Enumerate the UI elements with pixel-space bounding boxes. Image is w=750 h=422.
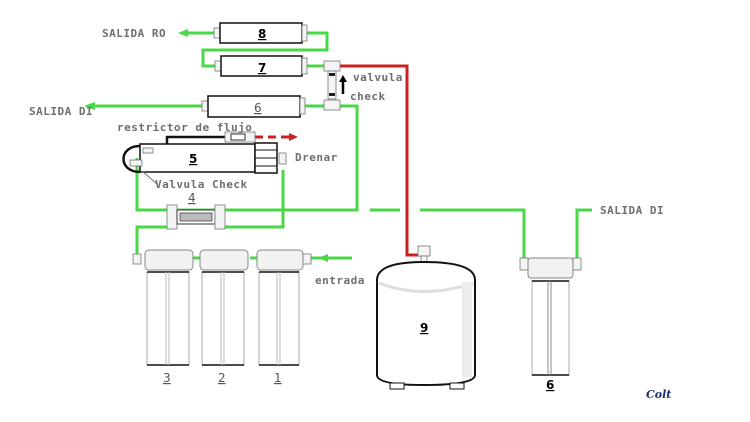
filter-6-inline[interactable]: 6: [201, 95, 306, 118]
salida-ro-label: SALIDA RO: [102, 27, 166, 40]
salida-di-left-arrow: [84, 102, 95, 110]
line-drain-to-4: [225, 170, 285, 229]
label-9: 9: [420, 321, 428, 335]
tank-line: [340, 64, 421, 257]
flow-up-arrow: [339, 75, 347, 94]
line-check-to-4: [135, 158, 167, 212]
label-7: 7: [258, 61, 266, 75]
filter-7[interactable]: 7: [214, 55, 308, 77]
restrictor-label: restrictor de flujo: [117, 121, 252, 134]
prefilter-1[interactable]: 1: [256, 249, 312, 385]
flow-fitting-4[interactable]: 4: [166, 191, 226, 230]
line-8-to-7: [201, 31, 329, 68]
label-3: 3: [163, 371, 171, 385]
line-tee-to-4: [175, 104, 359, 212]
label-2: 2: [218, 371, 226, 385]
storage-tank-9[interactable]: 9: [376, 245, 476, 390]
line-salida-di-right: [575, 208, 592, 258]
prefilter-2[interactable]: 2: [199, 249, 249, 385]
valvula-label: valvula: [353, 71, 403, 84]
salida-ro-arrow: [178, 29, 188, 37]
line-4-to-prefilter-3: [135, 225, 167, 258]
entrada-arrow: [318, 254, 328, 262]
label-4: 4: [188, 191, 196, 205]
label-6-inline: 6: [254, 101, 262, 115]
drenar-label: Drenar: [295, 151, 338, 164]
entrada-label: entrada: [315, 274, 365, 287]
label-5: 5: [189, 152, 197, 166]
flow-restrictor[interactable]: [224, 131, 256, 143]
membrane-loop-tube: [122, 144, 141, 174]
salida-di-right-label: SALIDA DI: [600, 204, 664, 217]
label-1: 1: [274, 371, 282, 385]
label-8: 8: [258, 27, 266, 41]
salida-di-left-label: SALIDA DI: [29, 105, 93, 118]
signature: Colt: [646, 388, 671, 401]
restrictor-drain-arrow: [289, 133, 298, 141]
line-to-di-housing: [420, 208, 526, 258]
label-6-housing: 6: [546, 378, 554, 392]
ro-membrane-5[interactable]: 5: [129, 142, 287, 174]
valvula-check-label: Valvula Check: [155, 178, 248, 191]
filter-8[interactable]: 8: [213, 22, 308, 44]
check-valve-top[interactable]: [323, 60, 341, 111]
di-housing-6[interactable]: 6: [519, 257, 582, 392]
check-valve-pointer: [141, 170, 158, 185]
check-label: check: [350, 90, 386, 103]
water-lines: [84, 29, 592, 262]
prefilter-3[interactable]: 3: [132, 249, 194, 385]
